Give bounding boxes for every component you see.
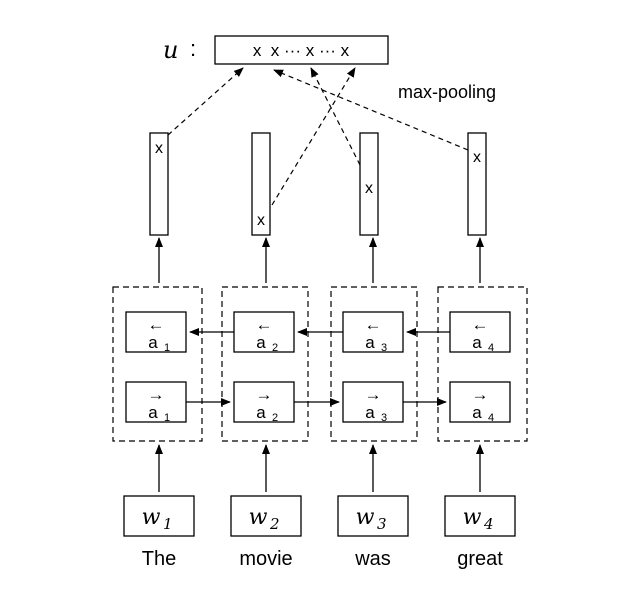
hidden-vector-3	[359, 132, 379, 236]
pool-arrow-2	[271, 67, 356, 206]
pool-arrow-4	[273, 69, 469, 151]
embedding-box-2	[230, 495, 302, 537]
output-vector-box	[214, 35, 389, 65]
output-vector-entries: x x ··· x ··· x	[253, 41, 350, 60]
backward-states: ← a 1 ← a 2 ← a 3 ← a 4	[125, 311, 511, 354]
backward-state-3-index: 3	[381, 342, 387, 354]
backward-state-1-var: a	[148, 333, 158, 352]
output-colon: :	[190, 36, 196, 61]
forward-arrow-glyph-4: →	[472, 385, 489, 404]
hidden-vector-4	[467, 132, 487, 236]
word-embeddings: w 1 w 2 w 3 w 4	[123, 495, 516, 537]
hidden-vector-2	[251, 132, 271, 236]
backward-arrow-glyph-2: ←	[256, 315, 273, 334]
embedding-1-symbol: w	[142, 505, 161, 530]
bilstm-cell-4	[437, 286, 528, 442]
forward-state-4-index: 4	[488, 412, 494, 424]
backward-arrow-glyph-3: ←	[365, 315, 382, 334]
embedding-2-index: 2	[269, 515, 280, 533]
forward-arrow-glyph-2: →	[256, 385, 273, 404]
backward-state-4-index: 4	[488, 342, 494, 354]
word-2: movie	[239, 548, 292, 570]
embedding-4-index: 4	[483, 515, 494, 533]
forward-state-2-var: a	[256, 403, 266, 422]
forward-state-3-var: a	[365, 403, 375, 422]
forward-arrow-glyph-1: →	[148, 385, 165, 404]
embedding-4-symbol: w	[463, 505, 482, 530]
backward-state-1	[125, 311, 187, 353]
word-3: was	[354, 548, 391, 570]
input-words: The movie was great	[142, 548, 503, 570]
bilstm-cell-3	[330, 286, 418, 442]
embedding-box-1	[123, 495, 195, 537]
forward-state-1-var: a	[148, 403, 158, 422]
hidden-vector-1-max: x	[155, 140, 163, 157]
embedding-box-4	[444, 495, 516, 537]
backward-state-1-index: 1	[164, 342, 170, 354]
backward-arrow-glyph-1: ←	[148, 315, 165, 334]
forward-state-1	[125, 381, 187, 423]
word-1: The	[142, 548, 176, 570]
forward-state-3	[342, 381, 404, 423]
backward-state-3-var: a	[365, 333, 375, 352]
embedding-3-symbol: w	[356, 505, 375, 530]
embedding-3-index: 3	[377, 515, 387, 533]
backward-state-4-var: a	[472, 333, 482, 352]
hidden-vector-4-max: x	[473, 149, 481, 166]
backward-state-2-var: a	[256, 333, 266, 352]
bilstm-cell-1	[112, 286, 203, 442]
max-pooling-label: max-pooling	[398, 82, 496, 102]
embedding-to-cell-arrows	[155, 444, 484, 492]
embedding-2-symbol: w	[249, 505, 268, 530]
backward-state-2-index: 2	[272, 342, 278, 354]
embedding-1-index: 1	[163, 515, 173, 533]
hidden-vectors: x x x x	[149, 132, 487, 236]
embedding-box-3	[337, 495, 409, 537]
forward-state-2	[233, 381, 295, 423]
forward-state-2-index: 2	[272, 412, 278, 424]
bilstm-cell-2	[221, 286, 309, 442]
forward-state-4	[449, 381, 511, 423]
pool-arrow-3	[310, 67, 361, 166]
word-4: great	[457, 548, 503, 570]
output-symbol: u	[163, 36, 178, 64]
pool-arrow-1	[167, 67, 244, 136]
forward-state-1-index: 1	[164, 412, 170, 424]
backward-arrow-glyph-4: ←	[472, 315, 489, 334]
hidden-vector-1	[149, 132, 169, 236]
hidden-vector-3-max: x	[365, 180, 373, 197]
pooling-arrows	[167, 67, 469, 206]
hidden-vector-2-max: x	[257, 212, 265, 229]
forward-state-3-index: 3	[381, 412, 387, 424]
forward-arrow-glyph-3: →	[365, 385, 382, 404]
bilstm-cells	[112, 286, 528, 442]
cell-to-hidden-arrows	[155, 237, 484, 283]
forward-states: → a 1 → a 2 → a 3 → a 4	[125, 381, 511, 424]
forward-state-4-var: a	[472, 403, 482, 422]
